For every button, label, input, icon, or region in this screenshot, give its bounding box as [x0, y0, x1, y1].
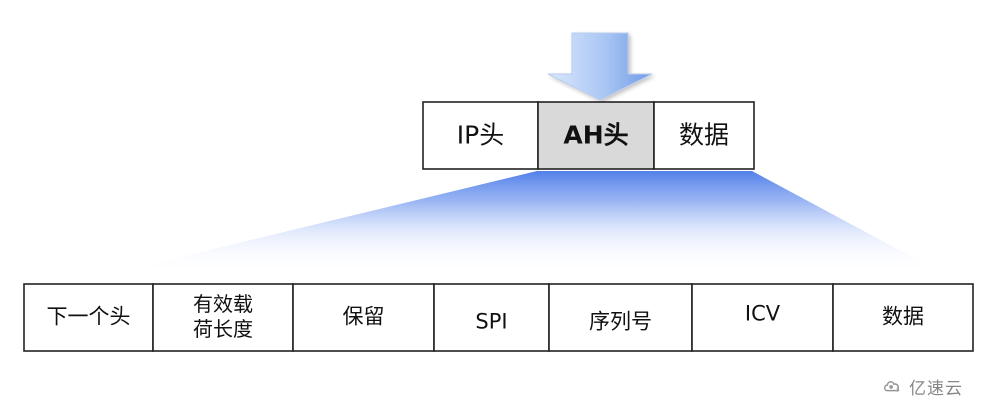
expansion-gradient — [118, 171, 940, 272]
top-packet-label-2: 数据 — [679, 121, 729, 150]
top-packet-cell-1 — [537, 101, 655, 170]
ah-header-row: 下一个头 有效载荷长度 保留 SPI 序列号 ICV 数据 — [23, 283, 974, 352]
top-packet-cell-0 — [422, 101, 539, 170]
ah-field-cell-6 — [832, 283, 974, 352]
watermark: 亿速云 — [881, 374, 963, 399]
ah-field-label-5: ICV — [745, 302, 781, 326]
top-packet-label-0: IP头 — [457, 121, 504, 150]
ah-field-cell-3 — [433, 283, 550, 352]
cloud-logo-icon — [883, 381, 900, 392]
ah-field-label-0: 下一个头 — [47, 305, 131, 329]
ah-field-label-2: 保留 — [343, 305, 385, 329]
ah-field-cell-5 — [691, 283, 834, 352]
ah-field-label-6: 数据 — [882, 305, 924, 329]
down-arrow-icon — [547, 32, 653, 101]
ah-field-cell-1 — [152, 283, 294, 352]
watermark-text: 亿速云 — [909, 378, 963, 399]
ah-field-label-4: 序列号 — [589, 310, 652, 334]
top-packet-cell-2 — [653, 101, 755, 170]
ah-field-label-1: 有效载荷长度 — [193, 292, 253, 341]
top-packet: IP头 AH头 数据 — [422, 101, 755, 170]
ah-field-label-3: SPI — [475, 310, 507, 334]
ah-field-cell-4 — [548, 283, 693, 352]
top-packet-label-1: AH头 — [563, 121, 628, 150]
ah-field-cell-2 — [292, 283, 435, 352]
